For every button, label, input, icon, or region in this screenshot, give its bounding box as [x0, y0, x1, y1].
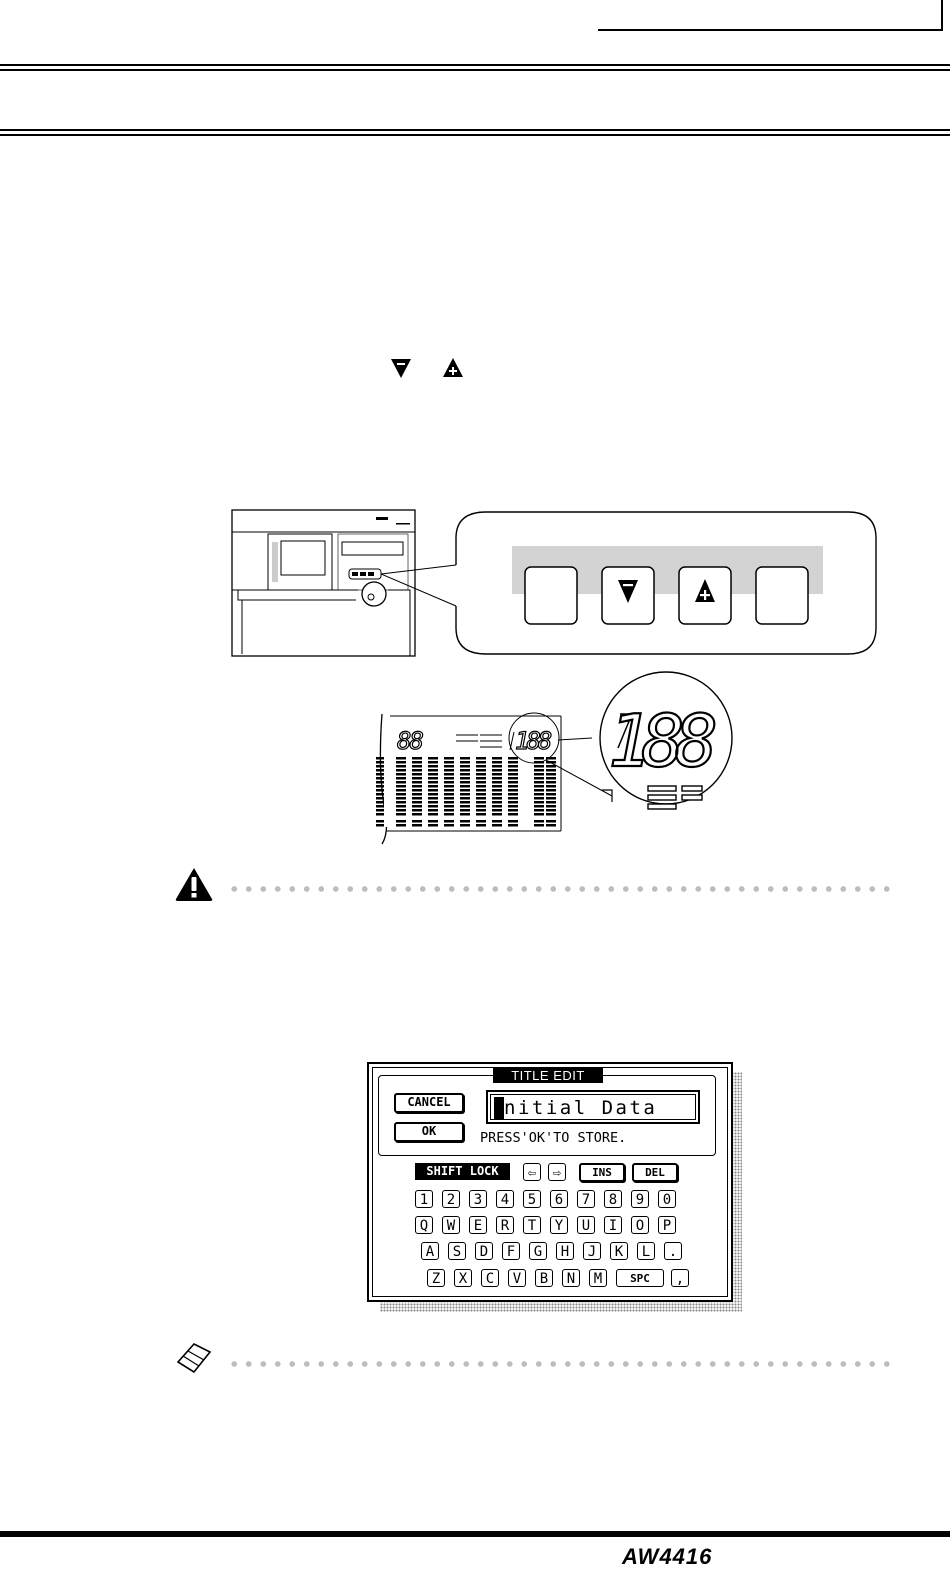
- key-m[interactable]: M: [589, 1269, 607, 1287]
- up-triangle-plus-icon: [443, 358, 463, 377]
- key-1[interactable]: 1: [415, 1190, 433, 1208]
- key-4[interactable]: 4: [496, 1190, 514, 1208]
- warning-triangle-icon: [175, 868, 213, 901]
- cursor-right-button[interactable]: ⇨: [548, 1163, 566, 1181]
- note-dotted-separator: [227, 1361, 897, 1367]
- left-meter-digits: 88: [396, 726, 424, 755]
- title-name-value: nitial Data: [504, 1097, 658, 1119]
- title-edit-window: TITLE EDIT CANCEL OK Initial Data PRESS'…: [367, 1062, 733, 1302]
- title-rule-2a: [0, 129, 950, 131]
- key-d[interactable]: D: [475, 1242, 493, 1260]
- zoomed-digits: 188: [607, 698, 719, 784]
- down-triangle-minus-icon: [391, 359, 411, 378]
- key-i[interactable]: I: [604, 1216, 622, 1234]
- footer-rule: [0, 1531, 950, 1537]
- cursor-left-button[interactable]: ⇦: [523, 1163, 541, 1181]
- meter-display-illustration: [376, 671, 733, 845]
- store-hint: PRESS'OK'TO STORE.: [480, 1130, 627, 1146]
- key-s[interactable]: S: [448, 1242, 466, 1260]
- title-rule-2b: [0, 134, 950, 136]
- key-6[interactable]: 6: [550, 1190, 568, 1208]
- title-name-field[interactable]: Initial Data: [486, 1090, 700, 1124]
- device-panel-illustration: [231, 509, 877, 657]
- key-q[interactable]: Q: [415, 1216, 433, 1234]
- key-a[interactable]: A: [421, 1242, 439, 1260]
- title-edit-header: TITLE EDIT: [493, 1068, 603, 1083]
- key-f[interactable]: F: [502, 1242, 520, 1260]
- key-e[interactable]: E: [469, 1216, 487, 1234]
- key-g[interactable]: G: [529, 1242, 547, 1260]
- ok-button[interactable]: OK: [394, 1122, 464, 1142]
- key-r[interactable]: R: [496, 1216, 514, 1234]
- key-comma[interactable]: ,: [671, 1269, 689, 1287]
- key-p[interactable]: P: [658, 1216, 676, 1234]
- key-x[interactable]: X: [454, 1269, 472, 1287]
- key-5[interactable]: 5: [523, 1190, 541, 1208]
- key-v[interactable]: V: [508, 1269, 526, 1287]
- key-k[interactable]: K: [610, 1242, 628, 1260]
- key-h[interactable]: H: [556, 1242, 574, 1260]
- key-y[interactable]: Y: [550, 1216, 568, 1234]
- key-space[interactable]: SPC: [616, 1269, 664, 1287]
- aw4416-logo: AW4416: [622, 1544, 713, 1569]
- key-7[interactable]: 7: [577, 1190, 595, 1208]
- title-rule-1b: [0, 69, 950, 71]
- pencil-note-icon: [176, 1343, 212, 1374]
- key-9[interactable]: 9: [631, 1190, 649, 1208]
- header-top-rule: [598, 29, 943, 31]
- key-w[interactable]: W: [442, 1216, 460, 1234]
- delete-button[interactable]: DEL: [632, 1163, 678, 1182]
- key-j[interactable]: J: [583, 1242, 601, 1260]
- key-z[interactable]: Z: [427, 1269, 445, 1287]
- shift-lock-button[interactable]: SHIFT LOCK: [415, 1163, 510, 1180]
- cancel-button[interactable]: CANCEL: [394, 1093, 464, 1113]
- key-o[interactable]: O: [631, 1216, 649, 1234]
- key-period[interactable]: .: [664, 1242, 682, 1260]
- key-u[interactable]: U: [577, 1216, 595, 1234]
- title-rule-1a: [0, 64, 950, 66]
- text-cursor: I: [494, 1097, 508, 1119]
- key-l[interactable]: L: [637, 1242, 655, 1260]
- key-n[interactable]: N: [562, 1269, 580, 1287]
- insert-button[interactable]: INS: [579, 1163, 625, 1182]
- header-right-tick: [941, 0, 943, 30]
- key-3[interactable]: 3: [469, 1190, 487, 1208]
- key-2[interactable]: 2: [442, 1190, 460, 1208]
- key-c[interactable]: C: [481, 1269, 499, 1287]
- key-t[interactable]: T: [523, 1216, 541, 1234]
- arrow-right-icon: ⇨: [552, 1165, 562, 1181]
- right-meter-digits: 188: [514, 726, 553, 755]
- arrow-left-icon: ⇦: [527, 1165, 537, 1181]
- key-8[interactable]: 8: [604, 1190, 622, 1208]
- key-0[interactable]: 0: [658, 1190, 676, 1208]
- key-b[interactable]: B: [535, 1269, 553, 1287]
- warning-dotted-separator: [227, 886, 897, 892]
